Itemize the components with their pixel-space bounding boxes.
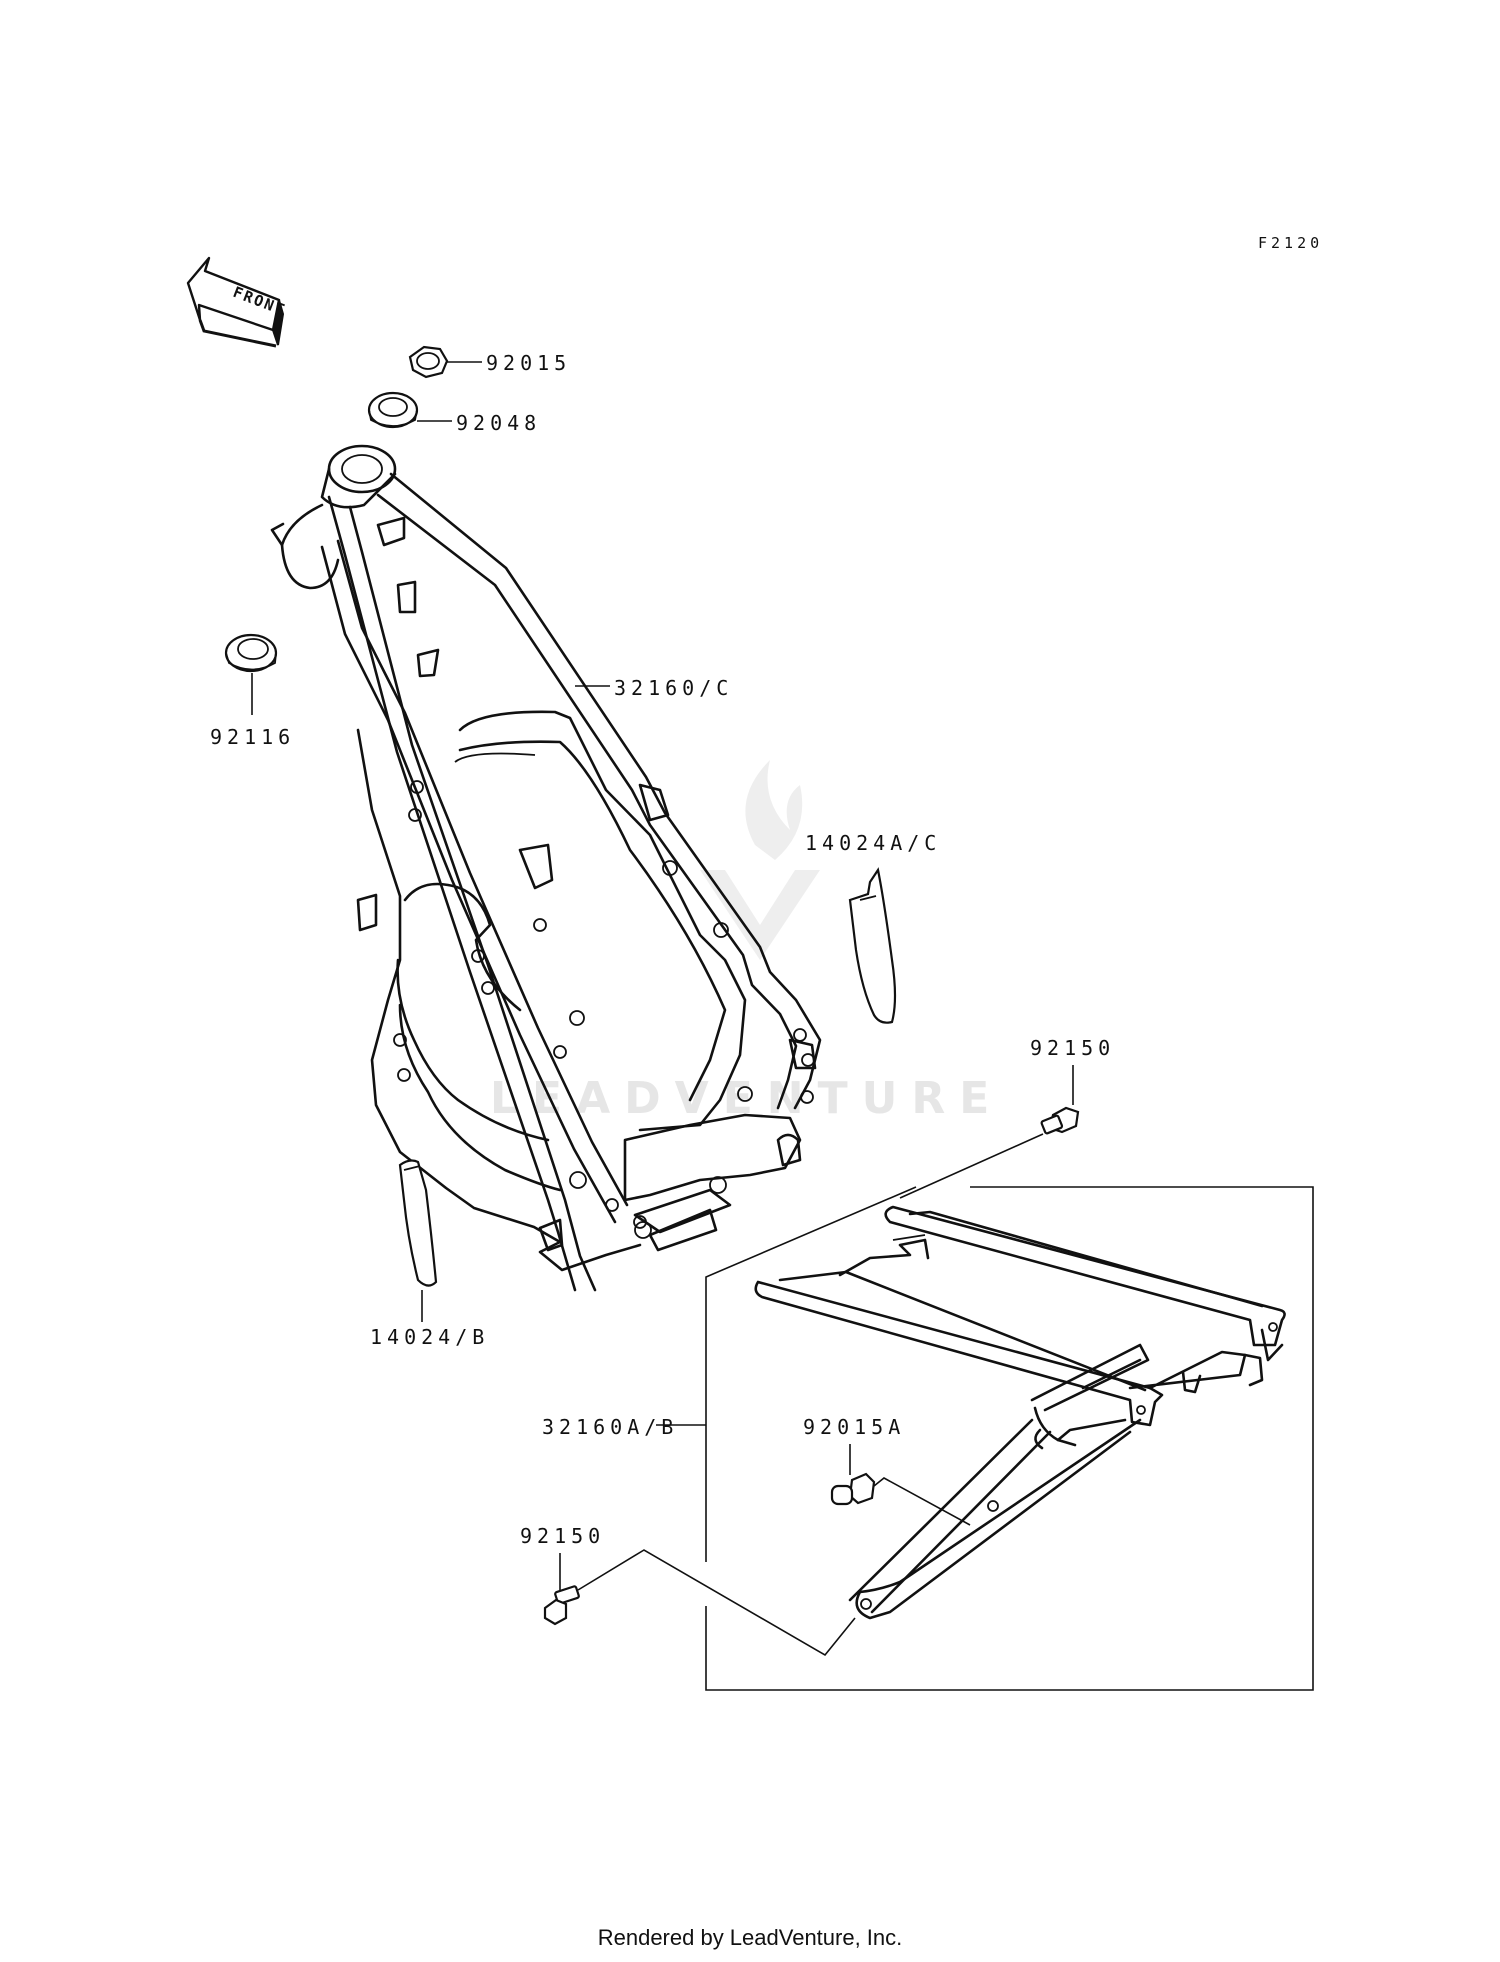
- front-arrow-icon: FRONT: [186, 256, 289, 348]
- callout-92015: 92015: [486, 351, 571, 375]
- frame-bolt-holes: [393, 780, 815, 1239]
- bearing-92116: [224, 633, 278, 715]
- callout-14024-b: 14024/B: [370, 1325, 489, 1349]
- guard-14024-b: [398, 1159, 438, 1322]
- main-frame-32160: [270, 444, 822, 1292]
- callout-92116: 92116: [210, 725, 295, 749]
- subframe-box: [656, 1186, 1314, 1691]
- subframe-32160ab: [754, 1205, 1286, 1620]
- nut-92015a: [830, 1444, 971, 1526]
- guard-14024a-c: [848, 867, 897, 1024]
- callout-32160-c: 32160/C: [614, 676, 733, 700]
- leadventure-watermark: LEADVENTURE: [490, 760, 989, 1124]
- steering-nut-92015: [408, 345, 482, 379]
- bearing-92048: [367, 391, 452, 429]
- callout-14024a-c: 14024A/C: [805, 831, 941, 855]
- callout-92048: 92048: [456, 411, 541, 435]
- diagram-code: F2120: [1258, 234, 1323, 252]
- callout-92015a: 92015A: [803, 1415, 905, 1439]
- bolt-92150-lower: [543, 1549, 856, 1657]
- bolt-92150-upper: [899, 1065, 1080, 1199]
- footer-credit: Rendered by LeadVenture, Inc.: [597, 1925, 903, 1950]
- callout-92150-lower: 92150: [520, 1524, 605, 1548]
- callout-92150-upper: 92150: [1030, 1036, 1115, 1060]
- callout-32160a-b: 32160A/B: [542, 1415, 678, 1439]
